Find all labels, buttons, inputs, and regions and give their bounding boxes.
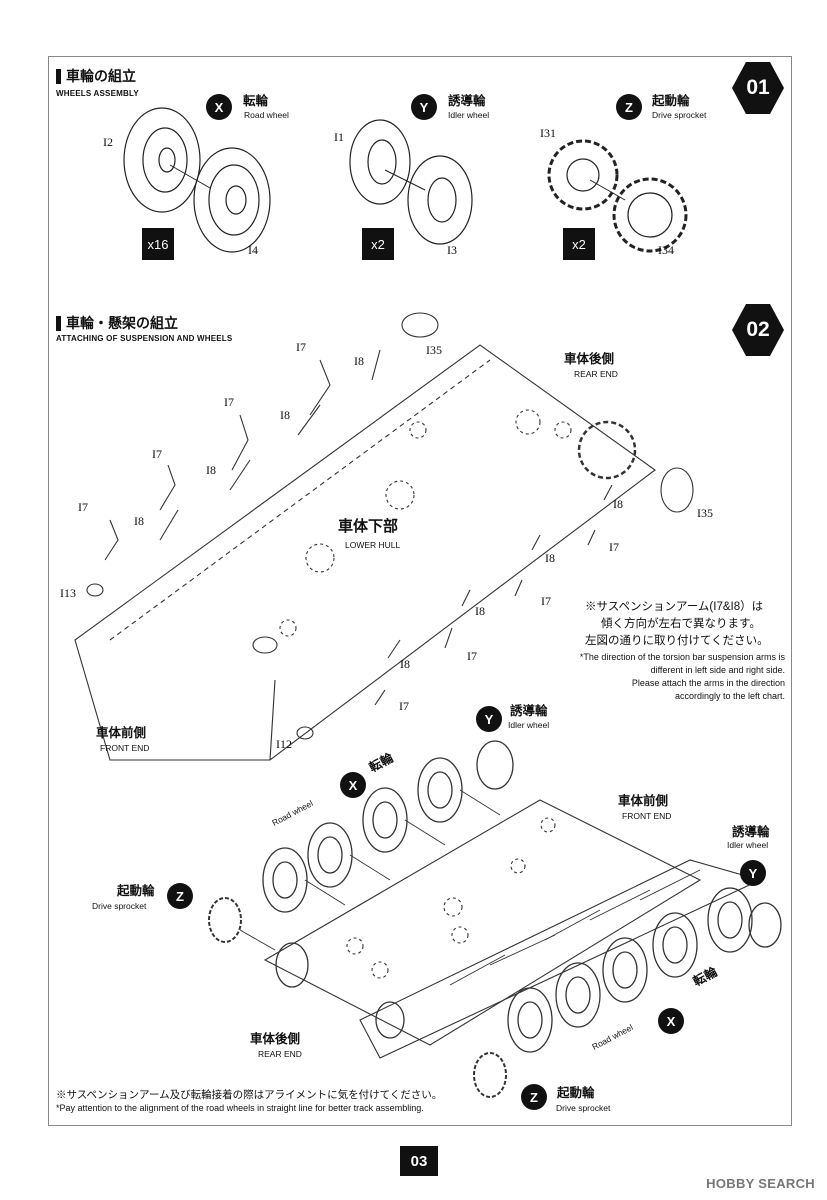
page-number: 03 [400, 1146, 438, 1176]
suspension-note-jp-2: 傾く方向が左右で異なります。 [601, 618, 761, 630]
alignment-note-en: *Pay attention to the alignment of the r… [56, 1103, 424, 1113]
title-bar-icon [56, 315, 61, 331]
front-end-label-en: FRONT END [622, 811, 672, 821]
rear-end-label-jp: 車体後側 [250, 1032, 301, 1046]
part-i7-label: I7 [609, 540, 619, 554]
part-i8-label: I8 [400, 657, 410, 671]
part-i8-label: I8 [475, 604, 485, 618]
section2-title: 車輪・懸架の組立 [56, 313, 178, 333]
part-i12-label: I12 [276, 737, 292, 751]
rear-end-label-en: REAR END [574, 369, 618, 379]
front-end-label-en: FRONT END [100, 743, 150, 753]
part-i8-label: I8 [134, 514, 144, 528]
title-bar-icon [56, 68, 61, 84]
drive-sprocket-qty-badge: x2 [563, 228, 595, 260]
part-i7-label: I7 [296, 340, 306, 354]
idler-wheel-label-en: Idler wheel [508, 720, 550, 730]
part-i8-label: I8 [545, 551, 555, 565]
part-i7-label: I7 [78, 500, 88, 514]
road-wheel-label-jp: 転輪 [243, 94, 269, 108]
suspension-note-en-1: *The direction of the torsion bar suspen… [579, 652, 785, 662]
suspension-note-en-2: different in left side and right side. [650, 665, 785, 675]
part-i35-label: I35 [426, 343, 442, 357]
rear-end-label-en: REAR END [258, 1049, 302, 1059]
idler-wheel-letter-y: Y [476, 706, 502, 732]
section1-subtitle: WHEELS ASSEMBLY [56, 89, 139, 98]
idler-wheel-label-en: Idler wheel [727, 840, 769, 850]
part-i4-label: I4 [248, 243, 258, 257]
drive-sprocket-letter-z: Z [616, 94, 642, 120]
step-01-badge: 01 [730, 60, 786, 116]
step-02-badge: 02 [730, 302, 786, 358]
step2-frame [48, 282, 792, 1126]
suspension-note-jp-3: 左図の通りに取り付けてください。 [585, 635, 769, 647]
part-i1-label: I1 [334, 130, 344, 144]
part-i31-label: I31 [540, 126, 556, 140]
drive-sprocket-label-en: Drive sprocket [652, 110, 707, 120]
rear-end-label-jp: 車体後側 [564, 352, 615, 366]
part-i8-label: I8 [206, 463, 216, 477]
idler-wheel-letter-y: Y [411, 94, 437, 120]
idler-wheel-letter-y: Y [740, 860, 766, 886]
part-i7-label: I7 [467, 649, 477, 663]
section2-subtitle: ATTACHING OF SUSPENSION AND WHEELS [56, 334, 233, 343]
road-wheel-label-en: Road wheel [244, 110, 289, 120]
part-i2-label: I2 [103, 135, 113, 149]
part-i8-label: I8 [613, 497, 623, 511]
lower-hull-label-en: LOWER HULL [345, 540, 401, 550]
idler-wheel-label-jp: 誘導輪 [732, 825, 770, 839]
part-i34-label: I34 [658, 243, 674, 257]
drive-sprocket-letter-z: Z [167, 883, 193, 909]
section1-title-jp: 車輪の組立 [66, 68, 136, 84]
section1-title: 車輪の組立 [56, 66, 136, 86]
road-wheel-letter-x: X [206, 94, 232, 120]
front-end-label-jp: 車体前側 [618, 794, 669, 808]
drive-sprocket-label-jp: 起動輪 [557, 1086, 595, 1100]
idler-wheel-label-jp: 誘導輪 [510, 704, 548, 718]
part-i8-label: I8 [280, 408, 290, 422]
suspension-note-en-4: accordingly to the left chart. [674, 691, 785, 701]
drive-sprocket-label-en: Drive sprocket [556, 1103, 611, 1113]
part-i8-label: I8 [354, 354, 364, 368]
suspension-note-en-3: Please attach the arms in the direction [631, 678, 785, 688]
idler-wheel-label-jp: 誘導輪 [448, 94, 486, 108]
suspension-note-jp-1: ※サスペンションアーム(I7&I8）は [585, 601, 764, 613]
idler-wheel-label-en: Idler wheel [448, 110, 490, 120]
lower-hull-label-jp: 車体下部 [338, 518, 399, 535]
part-i7-label: I7 [152, 447, 162, 461]
watermark-text: HOBBY SEARCH [706, 1176, 815, 1191]
drive-sprocket-letter-z: Z [521, 1084, 547, 1110]
part-i7-label: I7 [399, 699, 409, 713]
part-i7-label: I7 [224, 395, 234, 409]
part-i13-label: I13 [60, 586, 76, 600]
road-wheel-letter-x: X [658, 1008, 684, 1034]
section2-title-jp: 車輪・懸架の組立 [66, 315, 178, 331]
part-i35-label: I35 [697, 506, 713, 520]
front-end-label-jp: 車体前側 [96, 726, 147, 740]
drive-sprocket-label-jp: 起動輪 [117, 884, 155, 898]
idler-wheel-qty-badge: x2 [362, 228, 394, 260]
drive-sprocket-label-jp: 起動輪 [652, 94, 690, 108]
road-wheel-letter-x: X [340, 772, 366, 798]
part-i3-label: I3 [447, 243, 457, 257]
part-i7-label: I7 [541, 594, 551, 608]
alignment-note-jp: ※サスペンションアーム及び転輪接着の際はアライメントに気を付けてください。 [56, 1089, 443, 1101]
drive-sprocket-label-en: Drive sprocket [92, 901, 147, 911]
road-wheel-qty-badge: x16 [142, 228, 174, 260]
